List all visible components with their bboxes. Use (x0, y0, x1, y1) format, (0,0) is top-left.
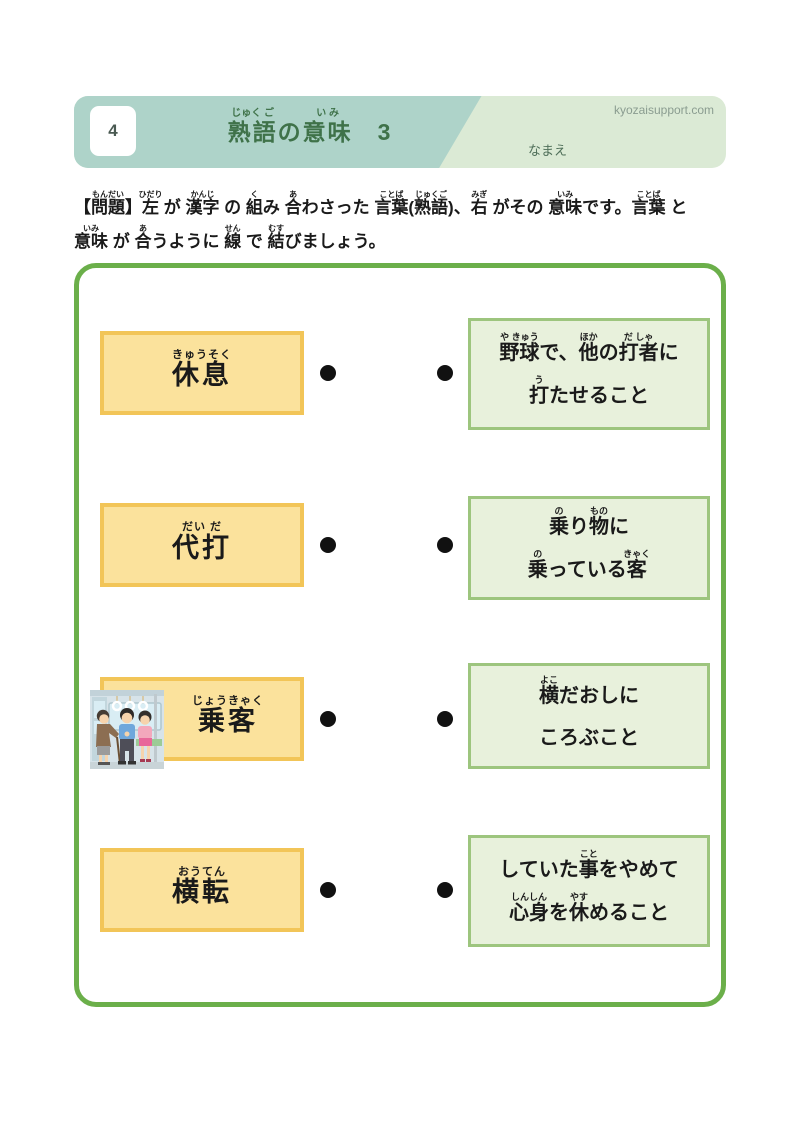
connector-dot-left-4[interactable] (320, 882, 336, 898)
site-url: kyozaisupport.com (613, 103, 714, 117)
meaning-box-4: していた事ことをやめて 心身しんしんを休やすめること (468, 835, 710, 947)
worksheet-header: 4 熟語じゅく ごの意味い み 3 kyozaisupport.com なまえ (74, 96, 726, 168)
problem-line-2: 意味いみ が 合あうように 線せん で 結むすびましょう。 (74, 224, 386, 251)
page-number-badge: 4 (90, 106, 136, 156)
name-field-label: なまえ (528, 143, 568, 158)
problem-statement: 【問題もんだい】左ひだり が 漢字かんじ の 組くみ 合あわさった 言葉ことば(… (74, 190, 739, 258)
meaning-box-3: 横よこだおしに ころぶこと (468, 663, 710, 769)
word-box-kyusoku: 休息きゅうそく (100, 331, 304, 415)
meaning-line: 野球や きゅうで、他ほかの打者だ しゃに (499, 332, 679, 364)
word-box-jokyaku: 乗客じょうきゃく (100, 677, 304, 761)
word-label: 横転おうてん (172, 866, 232, 908)
connector-dot-right-1[interactable] (437, 365, 453, 381)
meaning-line: ころぶこと (539, 726, 639, 749)
worksheet-title: 熟語じゅく ごの意味い み 3 (227, 108, 393, 145)
connector-dot-right-3[interactable] (437, 711, 453, 727)
meaning-line: 心身しんしんを休やすめること (509, 892, 669, 924)
connector-dot-right-4[interactable] (437, 882, 453, 898)
word-box-daida: 代打だい だ (100, 503, 304, 587)
header-teal-panel (74, 96, 482, 168)
meaning-line: していた事ことをやめて (499, 849, 679, 881)
connector-dot-right-2[interactable] (437, 537, 453, 553)
problem-line-1: 【問題もんだい】左ひだり が 漢字かんじ の 組くみ 合あわさった 言葉ことば(… (74, 190, 688, 217)
word-box-oten: 横転おうてん (100, 848, 304, 932)
meaning-line: 乗のり物ものに (549, 506, 629, 538)
meaning-box-2: 乗のり物ものに 乗のっている客きゃく (468, 496, 710, 600)
connector-dot-left-1[interactable] (320, 365, 336, 381)
meaning-line: 乗のっている客きゃく (527, 549, 651, 581)
meaning-box-1: 野球や きゅうで、他ほかの打者だ しゃに 打うたせること (468, 318, 710, 430)
train-passengers-illustration (90, 690, 164, 769)
connector-dot-left-3[interactable] (320, 711, 336, 727)
word-label: 乗客じょうきゃく (192, 695, 264, 737)
connector-dot-left-2[interactable] (320, 537, 336, 553)
meaning-line: 横よこだおしに (539, 674, 639, 707)
word-label: 休息きゅうそく (172, 349, 232, 391)
word-label: 代打だい だ (172, 520, 232, 563)
meaning-line: 打うたせること (529, 375, 649, 407)
